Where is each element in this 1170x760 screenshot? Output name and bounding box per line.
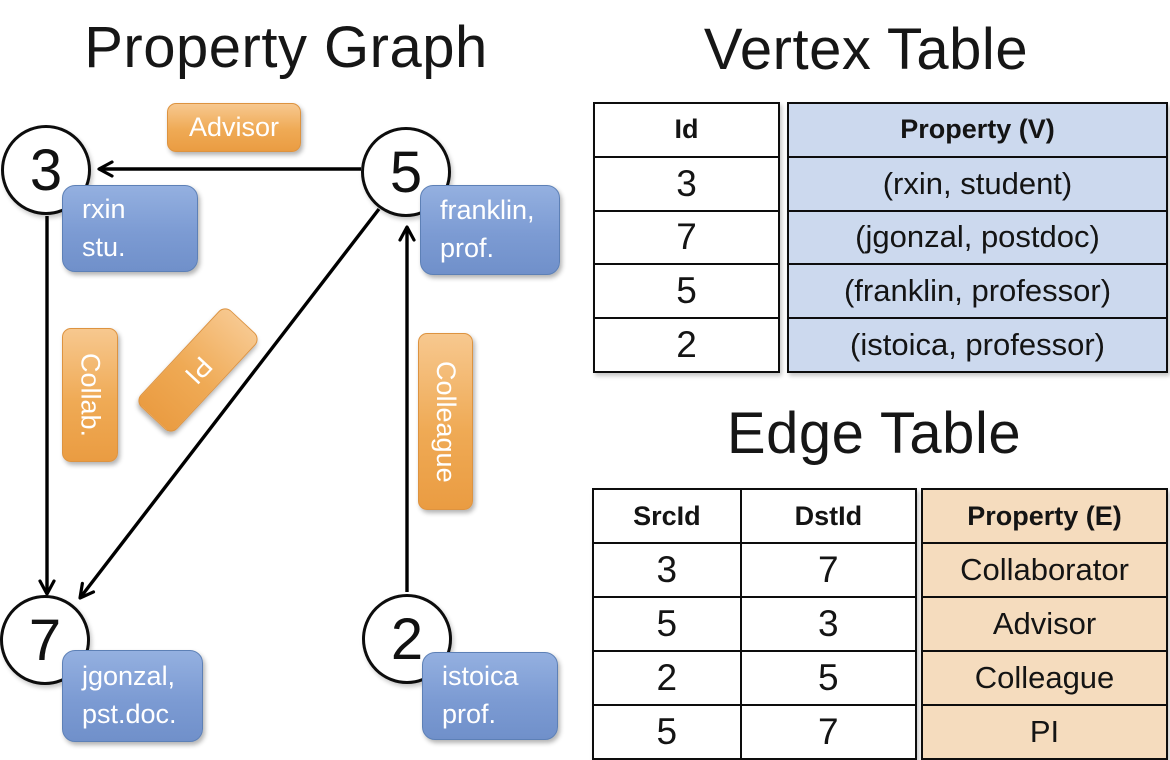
edge-table-header-property: Property (E) <box>967 500 1122 531</box>
vertex-table-id-column: Id 3 7 5 2 <box>593 102 780 373</box>
vertex-table-cell-id: 3 <box>595 155 778 210</box>
vertex-table-cell-property: (franklin, professor) <box>789 263 1166 317</box>
node-id: 2 <box>390 606 424 672</box>
edge-table-cell-srcid: 5 <box>594 706 742 758</box>
vertex-prop-line: prof. <box>440 233 495 263</box>
vertex-prop-jgonzal: jgonzal, pst.doc. <box>62 650 203 742</box>
edge-table-cell-property: Colleague <box>923 650 1166 704</box>
vertex-table-cell-property: (istoica, professor) <box>789 317 1166 371</box>
edge-label-collab: Collab. <box>62 328 118 462</box>
edge-table-cell-dstid: 7 <box>818 711 839 752</box>
vertex-prop-line: rxin <box>82 193 126 224</box>
edge-table-cell-dstid: 5 <box>818 657 839 698</box>
edge-table-row: 2 5 <box>594 650 915 704</box>
edge-table-cell-srcid: 2 <box>594 652 742 704</box>
edge-table-cell-srcid: 5 <box>594 598 742 650</box>
edge-table-row: 3 7 <box>594 542 915 596</box>
graph-edges-layer <box>38 160 416 600</box>
edge-pi-line <box>78 207 381 600</box>
edge-table-header-row: SrcId DstId <box>594 490 915 542</box>
edge-table-row: 5 3 <box>594 596 915 650</box>
vertex-table-header-property: Property (V) <box>900 114 1055 145</box>
vertex-prop-franklin: franklin, prof. <box>420 185 560 275</box>
edge-table-cell-srcid: 3 <box>594 544 742 596</box>
edge-table-row: 5 7 <box>594 704 915 758</box>
node-id: 5 <box>389 139 423 205</box>
graph-node-2: 2 <box>362 594 452 684</box>
vertex-prop-line: franklin, <box>440 195 535 226</box>
node-id: 3 <box>29 137 63 203</box>
edge-table-title: Edge Table <box>726 401 1022 466</box>
graph-node-5: 5 <box>361 127 451 217</box>
edge-table-header-srcid: SrcId <box>594 490 742 542</box>
vertex-prop-line: pst.doc. <box>82 699 177 729</box>
vertex-table-property-column: Property (V) (rxin, student) (jgonzal, p… <box>787 102 1168 373</box>
vertex-prop-line: istoica <box>442 661 519 692</box>
vertex-table-cell-property: (rxin, student) <box>789 155 1166 210</box>
vertex-table-header-id: Id <box>674 114 699 145</box>
vertex-prop-line: stu. <box>82 231 126 262</box>
edge-table-header-dstid: DstId <box>794 500 863 531</box>
edge-label-advisor: Advisor <box>167 103 301 152</box>
edge-label-colleague: Colleague <box>418 333 473 510</box>
vertex-table-title: Vertex Table <box>703 17 1029 82</box>
vertex-prop-istoica: istoica prof. <box>422 652 558 740</box>
edge-table-cell-property: Collaborator <box>923 542 1166 596</box>
edge-table-cell-dstid: 3 <box>818 603 839 644</box>
vertex-prop-rxin: rxin stu. <box>62 185 198 272</box>
node-id: 7 <box>28 607 62 673</box>
vertex-table-cell-id: 2 <box>595 317 778 371</box>
edge-table-cell-dstid: 7 <box>818 549 839 590</box>
vertex-table-cell-id: 5 <box>595 263 778 317</box>
vertex-prop-line: prof. <box>442 699 497 729</box>
edge-table-property-column: Property (E) Collaborator Advisor Collea… <box>921 488 1168 760</box>
vertex-table-cell-id: 7 <box>595 209 778 264</box>
property-graph-title: Property Graph <box>84 15 488 80</box>
vertex-prop-line: jgonzal, <box>82 661 176 692</box>
edge-table-cell-property: PI <box>923 704 1166 758</box>
edge-table-id-columns: SrcId DstId 3 7 5 3 2 5 5 7 <box>592 488 917 760</box>
edge-table-cell-property: Advisor <box>923 596 1166 650</box>
vertex-table-cell-property: (jgonzal, postdoc) <box>789 209 1166 264</box>
